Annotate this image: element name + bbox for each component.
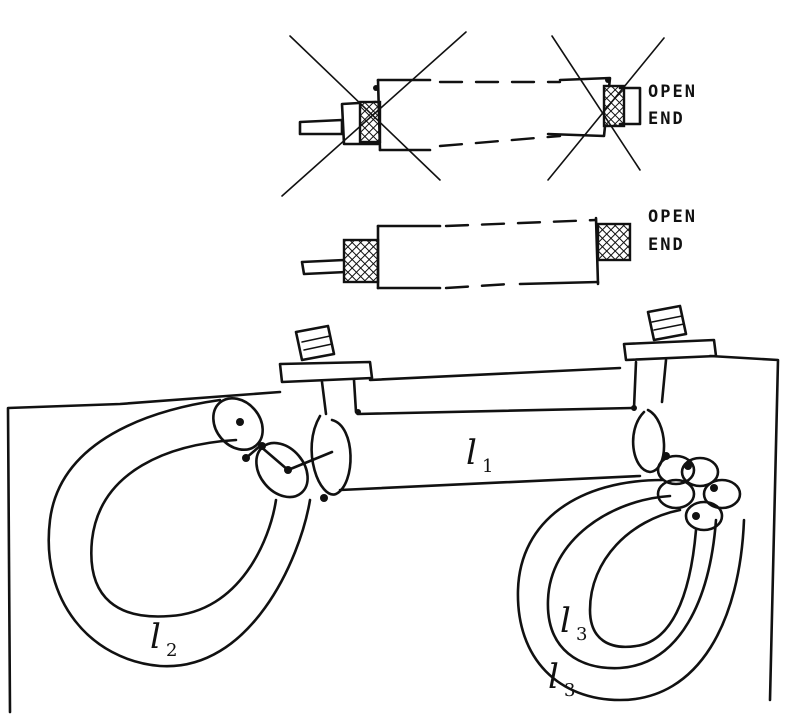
right-bulkhead-connector bbox=[622, 304, 718, 411]
middle-end-label: END bbox=[648, 235, 685, 255]
loop-l2 bbox=[47, 397, 334, 668]
l3-inner-letter: l bbox=[560, 601, 571, 641]
top-end-label: END bbox=[648, 109, 685, 129]
left-braid-hatch bbox=[358, 100, 382, 144]
l1-letter: l bbox=[466, 433, 477, 473]
l2-letter: l bbox=[150, 617, 161, 657]
l3-outer-subscript: 3 bbox=[564, 680, 575, 701]
strike-line bbox=[547, 37, 665, 181]
strike-line bbox=[289, 35, 441, 181]
top-cable-drawing bbox=[281, 31, 665, 197]
left-bulkhead-connector bbox=[278, 324, 374, 502]
l3-inner-subscript: 3 bbox=[576, 624, 587, 645]
label-l3-inner: l 3 bbox=[560, 601, 587, 645]
middle-open-label: OPEN bbox=[648, 207, 697, 227]
strike-line bbox=[281, 31, 467, 197]
l3-outer-letter: l bbox=[548, 657, 559, 697]
middle-cable-drawing bbox=[300, 216, 632, 290]
label-l3-outer: l 3 bbox=[548, 657, 575, 701]
left-braid-hatch bbox=[342, 238, 380, 284]
label-l2: l 2 bbox=[150, 617, 177, 661]
label-l1: l 1 bbox=[466, 433, 493, 477]
cable-l1 bbox=[338, 406, 666, 492]
strike-line bbox=[551, 35, 641, 171]
right-braid-hatch bbox=[596, 222, 632, 262]
loop-l3 bbox=[516, 452, 746, 702]
panel-outline bbox=[6, 354, 780, 714]
l1-subscript: 1 bbox=[482, 456, 493, 477]
right-braid-hatch bbox=[602, 84, 626, 128]
top-open-label: OPEN bbox=[648, 82, 697, 102]
l2-subscript: 2 bbox=[166, 640, 177, 661]
